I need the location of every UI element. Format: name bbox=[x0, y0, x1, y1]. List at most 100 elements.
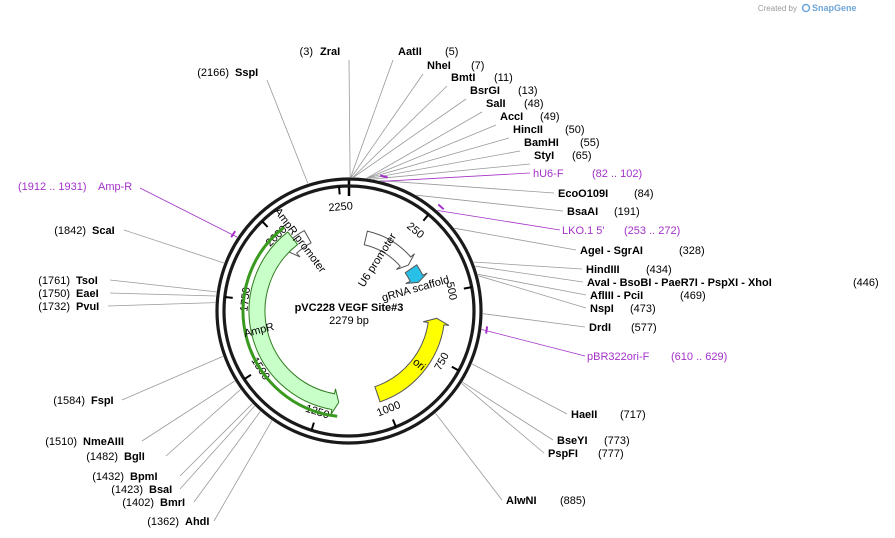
site-label[interactable]: DrdI(577) bbox=[589, 322, 657, 334]
credit-brand: SnapGene bbox=[812, 3, 857, 13]
site-position: (13) bbox=[518, 85, 538, 97]
tick-label: 250 bbox=[404, 220, 426, 241]
site-position: (65) bbox=[572, 150, 592, 162]
tick-label: 1000 bbox=[375, 399, 402, 419]
site-name: BamHI bbox=[524, 137, 559, 149]
site-label[interactable]: (1761) TsoI bbox=[38, 275, 98, 287]
site-label[interactable]: (1402)BmrI bbox=[122, 497, 185, 509]
site-name: AccI bbox=[500, 111, 523, 123]
site-label[interactable]: HaeII(717) bbox=[571, 409, 646, 421]
site-label[interactable]: (1584)FspI bbox=[53, 395, 113, 407]
leader-line bbox=[478, 275, 587, 309]
primer-range: (82 .. 102) bbox=[592, 168, 642, 180]
site-label[interactable]: HincII(50) bbox=[513, 124, 585, 136]
site-position: (773) bbox=[604, 435, 630, 447]
leader-lines bbox=[107, 59, 587, 522]
site-name: EaeI bbox=[76, 288, 99, 300]
site-position: (11) bbox=[494, 72, 513, 84]
primer-range: (610 .. 629) bbox=[671, 351, 727, 363]
primer-mark bbox=[379, 174, 388, 179]
tick-mark bbox=[261, 220, 269, 228]
leader-line bbox=[366, 124, 497, 179]
tick-label: 2250 bbox=[328, 200, 353, 214]
site-label[interactable]: (1842)ScaI bbox=[54, 225, 114, 237]
leader-line bbox=[353, 98, 467, 178]
site-label[interactable]: (1423) BsaI bbox=[111, 484, 172, 496]
site-label[interactable]: AvaI - BsoBI - PaeR7I - PspXI - XhoI(446… bbox=[587, 277, 879, 289]
site-label[interactable]: (1362)AhdI bbox=[147, 516, 209, 528]
leader-line bbox=[107, 302, 216, 307]
site-label[interactable]: (1510)NmeAIII bbox=[45, 436, 124, 448]
site-name: BpmI bbox=[130, 471, 158, 483]
site-label[interactable]: (1482)BglI bbox=[86, 451, 145, 463]
site-label[interactable]: (1432)BpmI bbox=[92, 471, 157, 483]
site-position: (577) bbox=[631, 322, 657, 334]
primer-label[interactable]: hU6-F(82 .. 102) bbox=[533, 168, 642, 180]
site-label[interactable]: PspFI(777) bbox=[548, 448, 624, 460]
site-name: NspI bbox=[590, 303, 614, 315]
site-label[interactable]: AlwNI(885) bbox=[506, 495, 586, 507]
site-name: PvuI bbox=[76, 301, 99, 313]
leader-line bbox=[475, 265, 584, 283]
leader-line bbox=[379, 180, 555, 194]
leader-line bbox=[473, 261, 583, 270]
primer-label[interactable]: LKO.1 5'(253 .. 272) bbox=[562, 225, 680, 237]
site-position: (1423) bbox=[111, 484, 143, 496]
site-label[interactable]: BsrGI(13) bbox=[470, 85, 538, 97]
primer-label[interactable]: pBR322ori-F(610 .. 629) bbox=[587, 351, 727, 363]
site-name: TsoI bbox=[76, 275, 98, 287]
site-position: (717) bbox=[620, 409, 646, 421]
site-name: PspFI bbox=[548, 448, 578, 460]
ampr-band bbox=[241, 226, 338, 418]
feature-arrow[interactable] bbox=[363, 230, 415, 270]
leader-line bbox=[179, 403, 253, 477]
site-label[interactable]: AflIII - PciI(469) bbox=[590, 290, 706, 302]
site-label[interactable]: AccI (49) bbox=[500, 111, 560, 123]
site-label[interactable]: (2166)SspI bbox=[197, 67, 258, 79]
primer-label[interactable]: (1912 .. 1931)Amp-R bbox=[18, 181, 132, 193]
leader-line bbox=[454, 227, 577, 251]
leader-line bbox=[350, 59, 394, 178]
site-label[interactable]: BsaAI(191) bbox=[567, 206, 640, 218]
site-label[interactable]: HindIII(434) bbox=[586, 264, 672, 276]
site-name: NheI bbox=[427, 60, 451, 72]
site-label[interactable]: BamHI(55) bbox=[524, 137, 600, 149]
site-label[interactable]: (1750)EaeI bbox=[38, 288, 98, 300]
leader-line bbox=[477, 273, 587, 296]
site-label[interactable]: (1732)PvuI bbox=[38, 301, 99, 313]
site-label[interactable]: BseYI(773) bbox=[557, 435, 630, 447]
leader-line bbox=[121, 356, 224, 401]
tick-mark bbox=[422, 213, 430, 222]
snapgene-logo-icon bbox=[801, 3, 811, 13]
leader-line bbox=[461, 383, 545, 454]
site-name: AvaI - BsoBI - PaeR7I - PspXI - XhoI bbox=[587, 277, 772, 289]
primer-mark bbox=[485, 326, 489, 334]
site-label[interactable]: SalI(48) bbox=[486, 98, 544, 110]
leader-line bbox=[462, 381, 554, 441]
feature-arrow[interactable] bbox=[404, 264, 428, 285]
site-name: HincII bbox=[513, 124, 543, 136]
site-position: (1761) bbox=[38, 275, 70, 287]
site-label[interactable]: AgeI - SgrAI(328) bbox=[580, 245, 705, 257]
site-position: (2166) bbox=[197, 67, 229, 79]
feature-arrow[interactable] bbox=[248, 231, 340, 415]
site-label[interactable]: NheI(7) bbox=[427, 60, 484, 72]
site-position: (1842) bbox=[54, 225, 86, 237]
site-label[interactable]: NspI(473) bbox=[590, 303, 656, 315]
leader-line bbox=[482, 313, 586, 328]
primer-leader-line bbox=[139, 187, 238, 238]
site-label[interactable]: AatII(5) bbox=[398, 46, 458, 58]
site-label[interactable]: StyI (65) bbox=[534, 150, 592, 162]
site-name: StyI bbox=[534, 150, 554, 162]
primer-marks bbox=[230, 174, 489, 334]
site-label[interactable]: BmtI(11) bbox=[451, 72, 513, 84]
feature-arrow[interactable] bbox=[374, 317, 450, 403]
credit-created-by: Created by bbox=[758, 4, 797, 13]
site-name: BglI bbox=[124, 451, 145, 463]
site-position: (469) bbox=[680, 290, 706, 302]
site-position: (49) bbox=[540, 111, 560, 123]
site-label[interactable]: EcoO109I(84) bbox=[558, 188, 654, 200]
site-name: BsaI bbox=[149, 484, 172, 496]
site-label[interactable]: (3)ZraI bbox=[300, 46, 341, 58]
site-position: (84) bbox=[634, 188, 654, 200]
